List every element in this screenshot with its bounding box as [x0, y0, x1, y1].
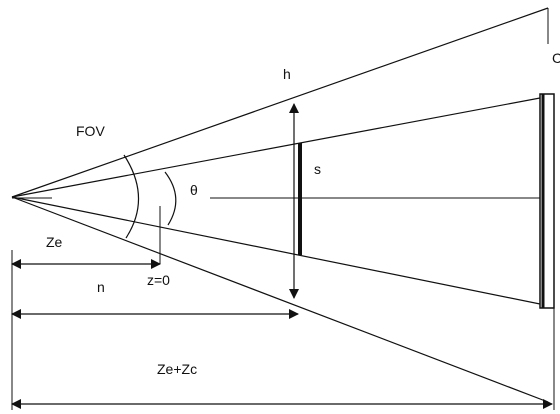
- fov-lower-ray: [11, 196, 549, 403]
- label-n: n: [97, 279, 105, 295]
- frustum-upper-ray: [11, 97, 541, 198]
- frustum-lower-ray: [11, 196, 541, 305]
- label-s: s: [314, 161, 321, 177]
- fov-arc: [123, 154, 140, 239]
- theta-arc: [164, 171, 177, 226]
- label-ze-zc: Ze+Zc: [157, 361, 197, 377]
- label-ze: Ze: [46, 234, 63, 250]
- fov-upper-ray: [11, 7, 549, 198]
- label-fov: FOV: [76, 123, 105, 139]
- label-h: h: [283, 66, 291, 82]
- label-z0: z=0: [147, 272, 170, 288]
- label-c-partial: C: [552, 50, 560, 66]
- label-theta: θ: [190, 182, 198, 198]
